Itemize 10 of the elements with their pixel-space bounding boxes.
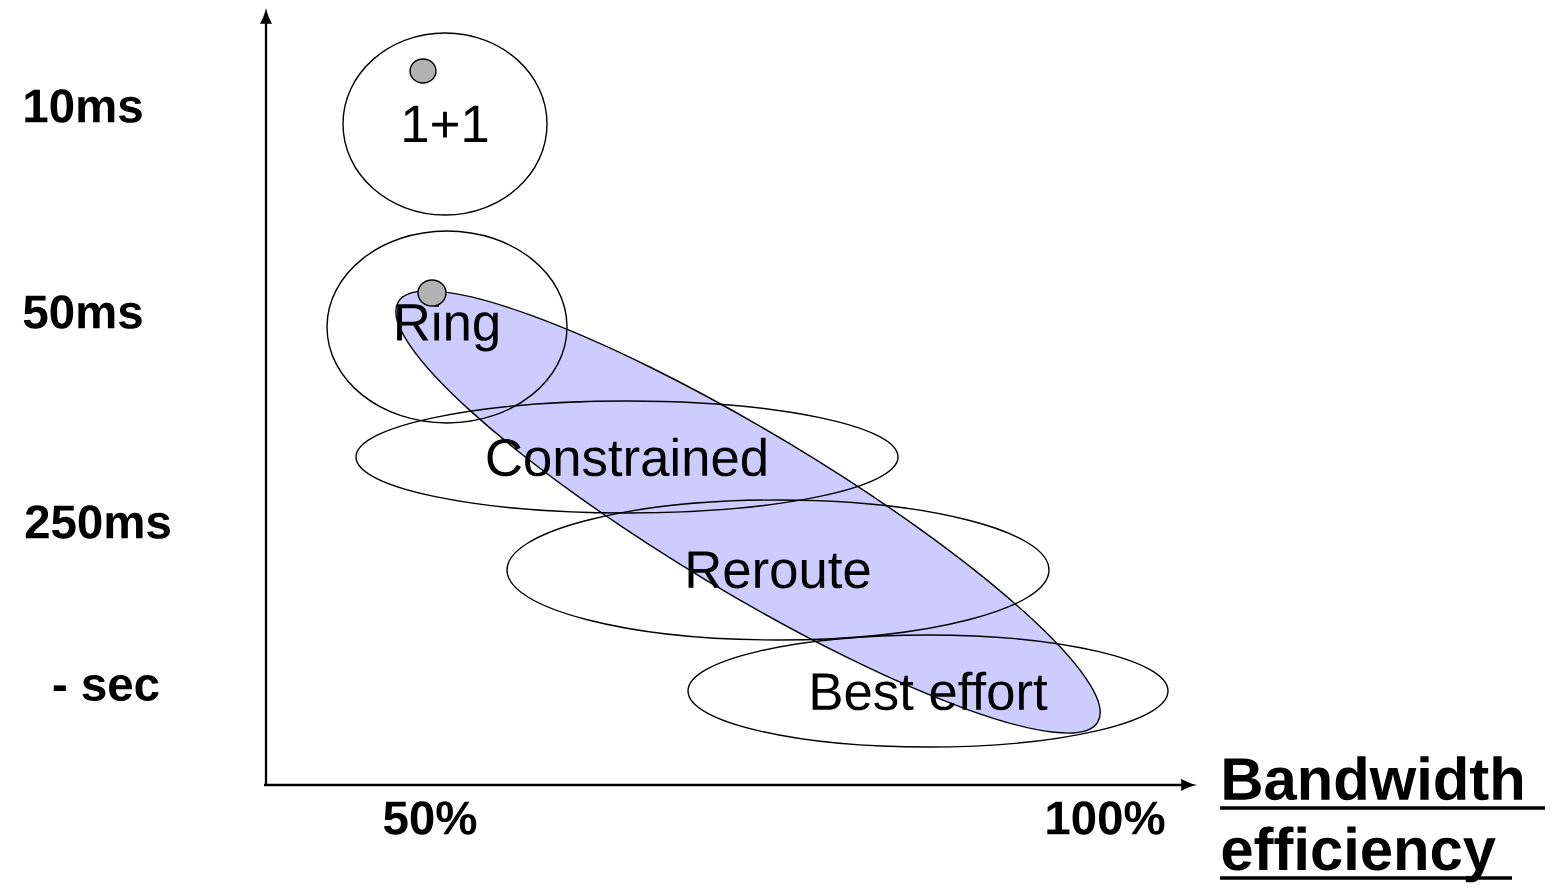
ellipse-region: 1+1	[342, 32, 548, 216]
ellipse-region: Best effort	[687, 634, 1169, 748]
axis-title: Bandwidth efficiency	[1220, 756, 1545, 883]
axis-label: 100%	[1047, 801, 1165, 835]
axis-label: 10ms	[25, 89, 142, 123]
axis-label: 50%	[384, 801, 477, 835]
axis-label: 50ms	[23, 295, 142, 329]
axis-label: - sec	[53, 675, 159, 701]
dot	[409, 58, 437, 84]
axis-label: 250ms	[25, 505, 170, 539]
